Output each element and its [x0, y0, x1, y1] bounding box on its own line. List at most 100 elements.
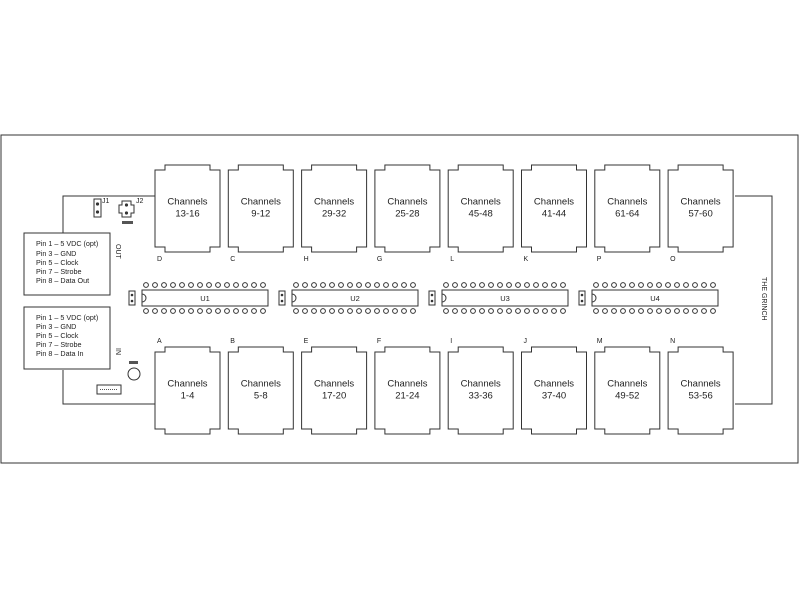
- top-channel-letter: O: [670, 256, 676, 263]
- chip-pin: [551, 308, 557, 314]
- in-pin-8: Pin 8 – Data In: [36, 349, 84, 358]
- chip-pin: [356, 308, 362, 314]
- chip-pin: [515, 308, 521, 314]
- top-channel-letter: P: [597, 256, 602, 263]
- chip-body: [591, 289, 719, 307]
- chip-pin: [365, 282, 371, 288]
- decoupling-capacitor: [578, 290, 586, 306]
- chip-pin: [320, 282, 326, 288]
- chip-pin: [242, 308, 248, 314]
- chip-pin: [692, 282, 698, 288]
- bottom-connector-body: [594, 346, 661, 435]
- chip-notch: [441, 293, 447, 303]
- chip-pin: [251, 282, 257, 288]
- bottom-connector-body: [301, 346, 368, 435]
- bottom-channel-title: Channels: [607, 379, 647, 390]
- bottom-channel-title: Channels: [461, 379, 501, 390]
- top-channel-range: 13-16: [175, 209, 199, 220]
- chip-notch: [591, 293, 597, 303]
- chip-pin: [533, 308, 539, 314]
- chip-pin: [197, 282, 203, 288]
- chip-pin: [506, 282, 512, 288]
- top-channel-title: Channels: [681, 197, 721, 208]
- chip-pin: [311, 282, 317, 288]
- bottom-channel-letter: I: [450, 338, 452, 345]
- chip-pin: [260, 308, 266, 314]
- top-connector-body: [594, 164, 661, 253]
- out-pin-3: Pin 3 – GND: [36, 249, 76, 258]
- chip-pin: [602, 308, 608, 314]
- chip-pin: [683, 308, 689, 314]
- top-channel-title: Channels: [314, 197, 354, 208]
- top-channel-letter: D: [157, 256, 162, 263]
- chip-pin: [515, 282, 521, 288]
- chip-pin: [215, 308, 221, 314]
- chip-pin: [188, 308, 194, 314]
- chip-pin: [506, 308, 512, 314]
- top-channel-row: Channels 13-16D Channels9-12CChannels29-32…: [154, 164, 734, 263]
- chip-pin: [329, 282, 335, 288]
- chip-pin: [152, 308, 158, 314]
- top-channel-title: Channels: [461, 197, 501, 208]
- chip-pin: [374, 308, 380, 314]
- chip-pin: [410, 282, 416, 288]
- chip-pin: [611, 308, 617, 314]
- chip-pin: [542, 308, 548, 314]
- chip-pin: [665, 308, 671, 314]
- top-channel-title: Channels: [534, 197, 574, 208]
- chip-pin: [224, 308, 230, 314]
- chip-pin: [347, 308, 353, 314]
- chip-pin: [488, 282, 494, 288]
- chip-pin: [188, 282, 194, 288]
- chip-pin: [170, 308, 176, 314]
- chip-notch: [291, 293, 297, 303]
- chip-pin: [665, 282, 671, 288]
- chip-pin: [533, 282, 539, 288]
- out-pin-1: Pin 1 – 5 VDC (opt): [36, 239, 98, 248]
- in-pin-1: Pin 1 – 5 VDC (opt): [36, 313, 98, 322]
- top-channel-range: 57-60: [688, 209, 712, 220]
- top-channel-range: 25-28: [395, 209, 419, 220]
- chip-pin: [497, 308, 503, 314]
- chip-pin: [593, 308, 599, 314]
- out-label: OUT: [114, 244, 121, 260]
- decoupling-capacitor: [428, 290, 436, 306]
- chip-pin: [233, 282, 239, 288]
- decoupling-capacitor: [128, 290, 136, 306]
- chip-u2: U2: [278, 282, 419, 314]
- bottom-channel-range: 49-52: [615, 391, 639, 402]
- chip-body: [291, 289, 419, 307]
- chip-pin: [629, 282, 635, 288]
- chip-pin: [656, 282, 662, 288]
- bottom-channel-title: Channels: [681, 379, 721, 390]
- bottom-channel-range: 37-40: [542, 391, 566, 402]
- chip-label: U4: [650, 294, 660, 303]
- out-pin-7: Pin 7 – Strobe: [36, 267, 82, 276]
- in-pin-5: Pin 5 – Clock: [36, 331, 79, 340]
- chip-pin: [452, 308, 458, 314]
- chip-pin: [170, 282, 176, 288]
- chip-pin: [293, 282, 299, 288]
- chip-pin: [143, 282, 149, 288]
- chip-pin: [374, 282, 380, 288]
- bottom-channel-range: 1-4: [181, 391, 195, 402]
- bottom-channel-title: Channels: [534, 379, 574, 390]
- top-channel-letter: C: [230, 256, 235, 263]
- bottom-connector-body: [667, 346, 734, 435]
- top-channel-title: Channels: [241, 197, 281, 208]
- chip-pin: [470, 282, 476, 288]
- top-connector-body: [447, 164, 514, 253]
- chip-body: [441, 289, 569, 307]
- chip-pin: [611, 282, 617, 288]
- top-channel-title: Channels: [607, 197, 647, 208]
- chip-pin: [224, 282, 230, 288]
- chip-pin: [365, 308, 371, 314]
